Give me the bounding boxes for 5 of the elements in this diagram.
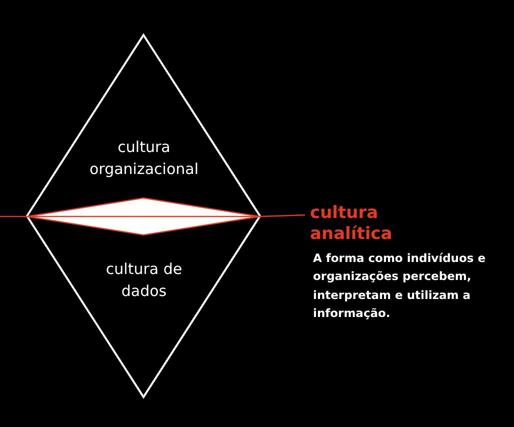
description-text: A forma como indivíduos e organizações percebem, interpretam e utilizam a informação. (313, 250, 487, 322)
region-label: cultura de dados (104, 259, 184, 302)
leader-line (260, 214, 306, 218)
heading-text: cultura analítica (310, 203, 394, 246)
region-label: cultura organizacional (88, 137, 200, 180)
